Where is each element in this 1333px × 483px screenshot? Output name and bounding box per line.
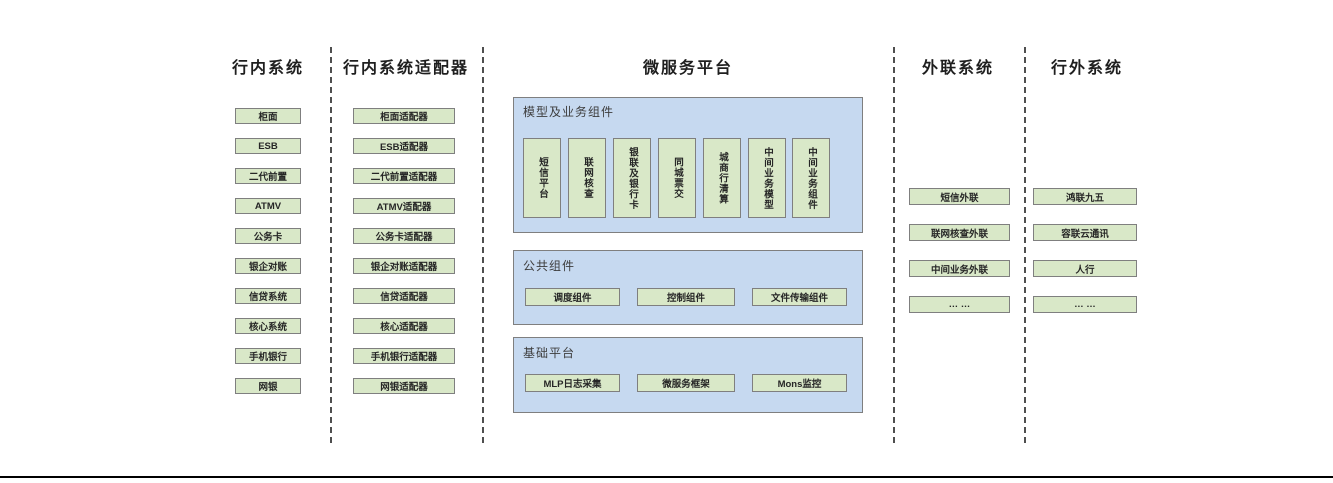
adapter-box: ESB适配器 xyxy=(353,138,455,154)
outreach-box: … … xyxy=(909,296,1010,313)
model-component-box: 城商行清算 xyxy=(703,138,741,218)
internal-system-box: 公务卡 xyxy=(235,228,301,244)
internal-system-box: ATMV xyxy=(235,198,301,214)
lane-title-adapter: 行内系统适配器 xyxy=(342,60,470,77)
external-box: 容联云通讯 xyxy=(1033,224,1137,241)
internal-system-box: 网银 xyxy=(235,378,301,394)
model-component-box: 中间业务模型 xyxy=(748,138,786,218)
base-component-box: 微服务框架 xyxy=(637,374,735,392)
outreach-box: 短信外联 xyxy=(909,188,1010,205)
common-components-label: 公共组件 xyxy=(523,259,576,273)
adapter-box: 二代前置适配器 xyxy=(353,168,455,184)
base-platform-label: 基础平台 xyxy=(523,346,576,360)
model-component-box: 联网核查 xyxy=(568,138,606,218)
internal-system-box: 柜面 xyxy=(235,108,301,124)
adapter-box: 手机银行适配器 xyxy=(353,348,455,364)
adapter-box: 网银适配器 xyxy=(353,378,455,394)
internal-system-box: 核心系统 xyxy=(235,318,301,334)
common-component-box: 控制组件 xyxy=(637,288,735,306)
model-components-label: 模型及业务组件 xyxy=(523,105,615,119)
adapter-box: 信贷适配器 xyxy=(353,288,455,304)
model-component-box: 短信平台 xyxy=(523,138,561,218)
outreach-box: 中间业务外联 xyxy=(909,260,1010,277)
adapter-box: 公务卡适配器 xyxy=(353,228,455,244)
adapter-box: 柜面适配器 xyxy=(353,108,455,124)
internal-system-box: 手机银行 xyxy=(235,348,301,364)
external-box: 人行 xyxy=(1033,260,1137,277)
adapter-box: 核心适配器 xyxy=(353,318,455,334)
lane-title-external: 行外系统 xyxy=(1050,60,1124,77)
lane-title-platform: 微服务平台 xyxy=(642,60,734,77)
lane-title-outreach: 外联系统 xyxy=(921,60,995,77)
common-component-box: 文件传输组件 xyxy=(752,288,847,306)
lane-title-internal: 行内系统 xyxy=(231,60,305,77)
lane-divider xyxy=(482,47,484,443)
common-components-panel xyxy=(513,250,863,325)
internal-system-box: 银企对账 xyxy=(235,258,301,274)
outreach-box: 联网核查外联 xyxy=(909,224,1010,241)
adapter-box: 银企对账适配器 xyxy=(353,258,455,274)
model-component-box: 银联及银行卡 xyxy=(613,138,651,218)
adapter-box: ATMV适配器 xyxy=(353,198,455,214)
external-box: 鸿联九五 xyxy=(1033,188,1137,205)
lane-divider xyxy=(893,47,895,443)
internal-system-box: 二代前置 xyxy=(235,168,301,184)
model-component-box: 同城票交 xyxy=(658,138,696,218)
external-box: … … xyxy=(1033,296,1137,313)
model-component-box: 中间业务组件 xyxy=(792,138,830,218)
internal-system-box: ESB xyxy=(235,138,301,154)
internal-system-box: 信贷系统 xyxy=(235,288,301,304)
lane-divider xyxy=(330,47,332,443)
bottom-rule xyxy=(0,476,1333,478)
common-component-box: 调度组件 xyxy=(525,288,620,306)
lane-divider xyxy=(1024,47,1026,443)
base-component-box: Mons监控 xyxy=(752,374,847,392)
base-component-box: MLP日志采集 xyxy=(525,374,620,392)
